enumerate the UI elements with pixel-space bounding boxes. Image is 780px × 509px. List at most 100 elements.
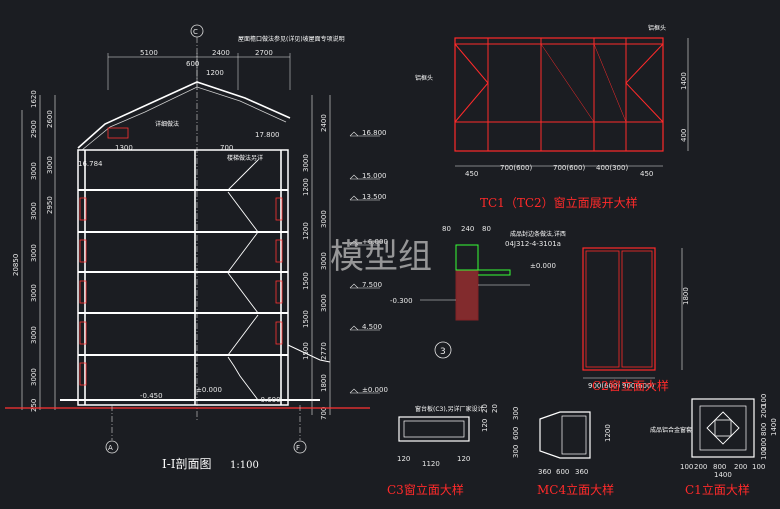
detail3-wall bbox=[455, 269, 479, 321]
detail3-dim-80b: 80 bbox=[482, 225, 491, 233]
elev-0600: -0.600 bbox=[258, 396, 281, 404]
right-dim-chain: 2400 3000 1200 3000 1200 3000 1500 1500 … bbox=[302, 95, 331, 420]
tc1-title: TC1（TC2）窗立面展开大样 bbox=[480, 195, 638, 210]
detail3-label: 3 bbox=[440, 347, 446, 357]
dim-top-600: 600 bbox=[186, 60, 199, 68]
axis-label-f: F bbox=[296, 444, 300, 452]
left-dim-chain: 1620 2900 3000 3000 3000 3000 3000 3000 … bbox=[12, 90, 56, 412]
c2-dim-2: 900(600) bbox=[622, 382, 654, 390]
detail-3: 80 240 80 ±0.000 -0.300 成品封边条做法,详西 04J31… bbox=[390, 225, 566, 359]
tc1-dim-3: 700(600) bbox=[553, 164, 585, 172]
dim-total-height: 20850 bbox=[12, 254, 20, 276]
tc1-left-note: 铝框头 bbox=[415, 74, 433, 82]
dim-right-2400: 2400 bbox=[320, 114, 328, 132]
c2-title: C2窗立面大样 bbox=[592, 378, 669, 393]
c3-window-detail: 窗台板(C3),另详厂家设计 120 1120 120 20 120 20 C3… bbox=[387, 404, 499, 497]
c3-title: C3窗立面大样 bbox=[387, 482, 464, 497]
dim-left-3000b: 3000 bbox=[30, 202, 38, 220]
c1-dim-100a: 100 bbox=[680, 463, 693, 471]
tc1-dim-400: 400 bbox=[680, 129, 688, 142]
tc1-dim-1400: 1400 bbox=[680, 72, 688, 90]
axis-bubble-f bbox=[293, 440, 307, 454]
axis-label-c: C bbox=[193, 28, 198, 36]
mc4-dim-600v: 600 bbox=[512, 427, 520, 440]
dim-right-3000c: 3000 bbox=[320, 252, 328, 270]
watermark: 模型组 bbox=[330, 237, 432, 277]
level-17800: 17.800 bbox=[255, 131, 280, 139]
dim-right-1500a: 1500 bbox=[302, 272, 310, 290]
elev-7500: 7.500 bbox=[362, 281, 382, 289]
dim-top-1200: 1200 bbox=[206, 69, 224, 77]
stairs bbox=[227, 159, 259, 401]
section-drawing: C 屋面檐口做法参见(详见)坡屋面专项说明 5100 2400 2700 600… bbox=[5, 24, 388, 471]
c1-dim-r200b: 200 bbox=[760, 438, 768, 451]
dim-top-2400: 2400 bbox=[212, 49, 230, 57]
c3-note: 窗台板(C3),另详厂家设计 bbox=[415, 405, 484, 413]
c1-note: 成品铝合金窗套 bbox=[650, 426, 692, 434]
mc4-dim-300a: 300 bbox=[512, 407, 520, 420]
tc1-window-detail: 铝框头 铝框头 450 700(600) 700(600) 400(300) 4… bbox=[415, 24, 689, 210]
elev-000-inner: ±0.000 bbox=[196, 386, 222, 394]
detail3-spec: 04J312-4-3101a bbox=[505, 240, 561, 248]
mc4-dim-1200: 1200 bbox=[604, 424, 612, 442]
elev-4500: 4.500 bbox=[362, 323, 382, 331]
c1-dim-r200a: 200 bbox=[760, 405, 768, 418]
elev-16800: 16.800 bbox=[362, 129, 387, 137]
tc1-right-note: 铝框头 bbox=[648, 24, 666, 32]
elev-0450: -0.450 bbox=[140, 392, 163, 400]
c3-dim-20a: 20 bbox=[481, 404, 489, 413]
c3-dim-120a: 120 bbox=[397, 455, 410, 463]
c1-dim-1400: 1400 bbox=[714, 471, 732, 479]
dim-right-3000a: 3000 bbox=[302, 154, 310, 172]
walls bbox=[84, 150, 282, 405]
dim-left-3000e: 3000 bbox=[30, 326, 38, 344]
dim-top-2700: 2700 bbox=[255, 49, 273, 57]
c1-dim-100b: 100 bbox=[752, 463, 765, 471]
c1-dim-800: 800 bbox=[713, 463, 726, 471]
c1-frame bbox=[691, 398, 755, 458]
c2-window-detail: 900(600) 900(600) 1800 C2窗立面大样 bbox=[582, 247, 690, 393]
detail3-elev-300: -0.300 bbox=[390, 297, 413, 305]
mc4-detail: 300 600 300 360 600 360 1200 MC4立面大样 bbox=[512, 407, 614, 497]
c1-title: C1立面大样 bbox=[685, 482, 750, 497]
mc4-dim-360a: 360 bbox=[538, 468, 551, 476]
tc1-dim-5: 450 bbox=[640, 170, 653, 178]
tc1-dim-2: 700(600) bbox=[500, 164, 532, 172]
c2-dim-1800: 1800 bbox=[682, 287, 690, 305]
roof-outline bbox=[77, 81, 291, 149]
detail3-bubble bbox=[434, 341, 452, 359]
c3-dim-1120: 1120 bbox=[422, 460, 440, 468]
detail3-elev-0: ±0.000 bbox=[530, 262, 556, 270]
mc4-dim-300b: 300 bbox=[512, 445, 520, 458]
elev-6000: +6.000 bbox=[362, 238, 388, 246]
c3-dim-20b: 20 bbox=[491, 404, 499, 413]
mc4-dim-600h: 600 bbox=[556, 468, 569, 476]
dim-right-1800: 1800 bbox=[320, 374, 328, 392]
section-title: I-I剖面图 bbox=[162, 457, 212, 471]
dim-right-700: 700 bbox=[320, 407, 328, 420]
note-stair: 楼梯做法另详 bbox=[227, 154, 263, 162]
dim-left-3000d: 3000 bbox=[30, 284, 38, 302]
tc1-frame bbox=[454, 37, 664, 152]
floor-slabs bbox=[60, 189, 320, 401]
elevation-marks: 16.800 15.000 13.500 +6.000 7.500 4.500 … bbox=[140, 129, 388, 404]
c3-frame bbox=[398, 416, 470, 442]
top-note: 屋面檐口做法参见(详见)坡屋面专项说明 bbox=[238, 35, 345, 43]
section-windows bbox=[79, 197, 283, 386]
c3-dim-120b: 120 bbox=[457, 455, 470, 463]
detail3-dim-80a: 80 bbox=[442, 225, 451, 233]
dim-left-3000c: 3000 bbox=[30, 244, 38, 262]
dim-left2-3000: 3000 bbox=[46, 156, 54, 174]
mc4-frame bbox=[539, 411, 591, 459]
dim-right-3000d: 3000 bbox=[320, 294, 328, 312]
dim-right-1500c: 1500 bbox=[302, 342, 310, 360]
elev-13500: 13.500 bbox=[362, 193, 387, 201]
dim-right-1200a: 1200 bbox=[302, 178, 310, 196]
dim-right-2770: 2770 bbox=[320, 342, 328, 360]
c1-dim-r100b: 100 bbox=[760, 447, 768, 460]
dim-left-3000f: 3000 bbox=[30, 368, 38, 386]
dim-top-5100: 5100 bbox=[140, 49, 158, 57]
level-16784: 16.784 bbox=[78, 160, 103, 168]
c1-dim-r100a: 100 bbox=[760, 394, 768, 407]
c1-dim-r1400: 1400 bbox=[770, 418, 778, 436]
